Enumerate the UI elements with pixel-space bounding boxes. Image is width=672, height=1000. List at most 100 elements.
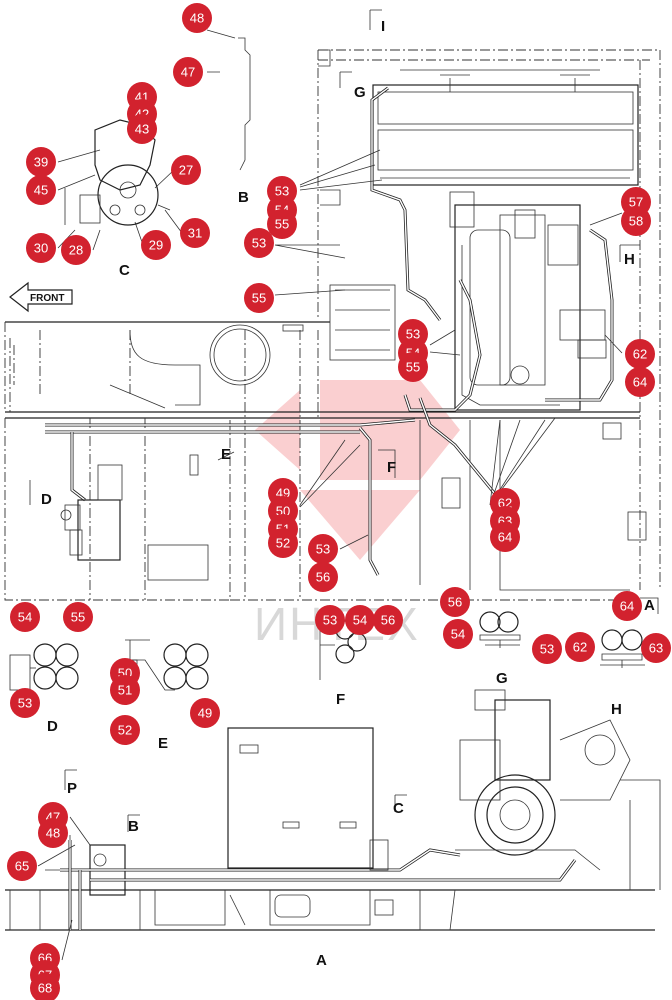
callout-circle	[612, 591, 642, 621]
callout-circle	[61, 235, 91, 265]
callout-number: 53	[406, 327, 420, 342]
callout-circle	[63, 602, 93, 632]
callout-number: 54	[353, 613, 367, 628]
view-markers	[29, 9, 659, 614]
view-label-c-side: C	[393, 800, 404, 817]
callout-number: 56	[316, 570, 330, 585]
callout-circle	[10, 602, 40, 632]
callout-circle	[641, 633, 671, 663]
harness-top	[45, 86, 614, 576]
callout-47: 47	[173, 57, 203, 87]
callout-27: 27	[171, 155, 201, 185]
callout-circle	[110, 715, 140, 745]
top-view-chassis	[4, 49, 661, 601]
view-label-p: P	[67, 780, 77, 797]
callout-circle	[244, 228, 274, 258]
callout-number: 64	[633, 375, 647, 390]
callout-55: 55	[267, 209, 297, 239]
radiator	[372, 69, 639, 186]
callout-number: 45	[34, 183, 48, 198]
callout-circle	[127, 114, 157, 144]
callout-number: 43	[135, 122, 149, 137]
callout-circle	[565, 632, 595, 662]
callout-65: 65	[7, 851, 37, 881]
callout-number: 64	[498, 530, 512, 545]
callout-circle	[244, 283, 274, 313]
view-label-d-top: D	[41, 491, 52, 508]
callout-circle	[26, 175, 56, 205]
callout-53: 53	[308, 534, 338, 564]
callout-number: 56	[381, 613, 395, 628]
callout-number: 54	[18, 610, 32, 625]
callout-68: 68	[30, 973, 60, 1000]
callout-28: 28	[61, 235, 91, 265]
side-view-markers	[37, 769, 407, 961]
view-label-f-detail: F	[336, 691, 345, 708]
callout-circle	[26, 147, 56, 177]
callout-circle	[443, 619, 473, 649]
callout-number: 55	[275, 217, 289, 232]
view-label-h-top: H	[624, 251, 635, 268]
callout-52: 52	[110, 715, 140, 745]
callout-circle	[171, 155, 201, 185]
harness-side	[60, 839, 577, 930]
callout-circle	[173, 57, 203, 87]
callout-53: 53	[315, 605, 345, 635]
callout-number: 54	[451, 627, 465, 642]
callout-number: 48	[46, 826, 60, 841]
callout-number: 30	[34, 241, 48, 256]
callout-number: 55	[71, 610, 85, 625]
view-label-e-detail: E	[158, 735, 168, 752]
callout-53: 53	[244, 228, 274, 258]
callout-badges: 4847414243394527302829315354555355575853…	[7, 3, 671, 1000]
callout-51: 51	[110, 675, 140, 705]
view-label-e-top: E	[221, 446, 231, 463]
callout-circle	[10, 688, 40, 718]
view-label-c-top: C	[119, 262, 130, 279]
callout-number: 57	[629, 195, 643, 210]
callout-56: 56	[308, 562, 338, 592]
view-label-a-top: A	[644, 597, 655, 614]
view-d-assembly	[60, 464, 123, 561]
callout-number: 55	[252, 291, 266, 306]
callout-circle	[308, 534, 338, 564]
callout-number: 65	[15, 859, 29, 874]
callout-number: 52	[276, 536, 290, 551]
callout-number: 47	[181, 65, 195, 80]
callout-number: 55	[406, 360, 420, 375]
view-label-h-detail: H	[611, 701, 622, 718]
callout-31: 31	[180, 218, 210, 248]
callout-number: 29	[149, 238, 163, 253]
callout-number: 27	[179, 163, 193, 178]
callout-54: 54	[10, 602, 40, 632]
callout-circle	[7, 851, 37, 881]
callout-number: 31	[188, 226, 202, 241]
callout-number: 53	[316, 542, 330, 557]
callout-circle	[625, 367, 655, 397]
callout-number: 58	[629, 214, 643, 229]
callout-48: 48	[38, 818, 68, 848]
callout-circle	[621, 206, 651, 236]
callout-39: 39	[26, 147, 56, 177]
callout-55: 55	[63, 602, 93, 632]
callout-number: 56	[448, 595, 462, 610]
front-label: FRONT	[30, 293, 64, 304]
callout-circle	[110, 675, 140, 705]
callout-circle	[30, 973, 60, 1000]
callout-number: 53	[275, 184, 289, 199]
watermark-logo	[255, 380, 460, 560]
callout-circle	[182, 3, 212, 33]
callout-45: 45	[26, 175, 56, 205]
callout-number: 53	[323, 613, 337, 628]
callout-43: 43	[127, 114, 157, 144]
callout-number: 64	[620, 599, 634, 614]
callout-54: 54	[345, 605, 375, 635]
callout-29: 29	[141, 230, 171, 260]
callout-circle	[308, 562, 338, 592]
callout-number: 49	[198, 706, 212, 721]
detail-h	[600, 629, 645, 668]
callout-number: 48	[190, 11, 204, 26]
callout-circle	[141, 230, 171, 260]
side-view-engine	[455, 689, 661, 890]
